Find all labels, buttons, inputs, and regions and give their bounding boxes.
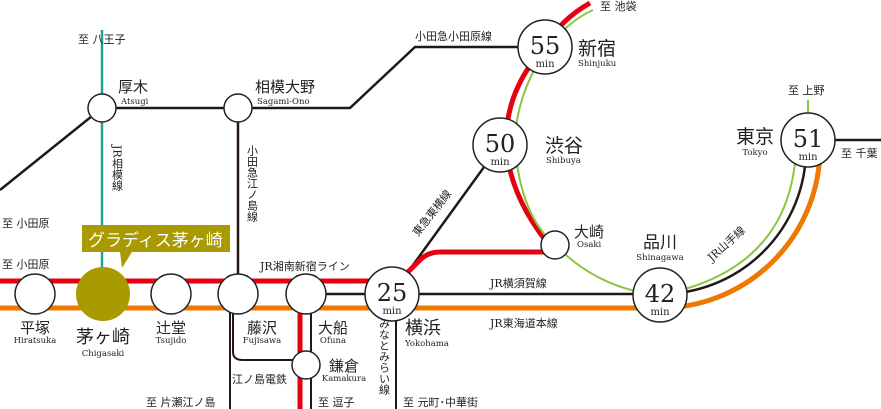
station-osaki[interactable]: [540, 230, 570, 260]
station-kamakura[interactable]: [291, 350, 321, 380]
property-name: グラディス茅ヶ崎: [88, 230, 223, 251]
station-chigasaki[interactable]: [76, 267, 130, 321]
label-en: Yokohama: [404, 339, 449, 349]
station-tsujido[interactable]: [150, 273, 192, 315]
destination-label: 至 千葉: [841, 146, 878, 160]
label-ja: 東京: [736, 126, 774, 148]
destination-label: 至 元町･中華街: [403, 395, 478, 409]
station-fujisawa[interactable]: [217, 273, 259, 315]
label-ja: 茅ヶ崎: [76, 327, 130, 348]
travel-time: 55: [530, 32, 561, 60]
station-atsugi[interactable]: [87, 93, 117, 123]
label-en: Shinagawa: [636, 253, 683, 263]
label-ja: 厚木: [118, 78, 148, 96]
destination-label: 至 上野: [788, 84, 825, 97]
enoden-line: [229, 294, 306, 409]
station-labels: 厚木 Atsugi 相模大野 Sagami-Ono 平塚 Hiratsuka 茅…: [14, 38, 774, 384]
line-label: JR山手線: [704, 223, 748, 265]
label-en: Tsujido: [156, 336, 187, 346]
label-en: Chigasaki: [82, 349, 125, 359]
label-ja: 辻堂: [156, 319, 186, 337]
tokaido-line: [0, 149, 823, 311]
line-label: JR横須賀線: [489, 276, 547, 290]
time-unit: min: [382, 306, 402, 317]
time-unit: min: [490, 157, 510, 168]
station-shinjuku[interactable]: 55 min: [517, 19, 573, 75]
line-label: みなとみらい線: [378, 318, 391, 395]
travel-time: 25: [377, 279, 408, 307]
station-hiratsuka[interactable]: [14, 273, 56, 315]
destination-label: 至 小田原: [2, 258, 50, 271]
line-label: 小田急江ノ島線: [246, 145, 259, 222]
label-ja: 品川: [643, 233, 677, 253]
label-en: Osaki: [577, 240, 602, 250]
label-ja: 大崎: [574, 223, 604, 241]
line-label: JR湘南新宿ライン: [259, 259, 350, 273]
label-en: Ofuna: [320, 336, 346, 346]
travel-time: 42: [645, 280, 676, 308]
time-unit: min: [798, 152, 818, 163]
label-en: Hiratsuka: [14, 336, 57, 346]
line-label: JR東海道本線: [489, 316, 558, 330]
line-label: 江ノ島電鉄: [232, 372, 287, 386]
line-label: 東急東横線: [409, 187, 454, 239]
label-ja: 大船: [318, 319, 348, 337]
label-ja: 藤沢: [247, 319, 277, 337]
destination-label: 至 八王子: [78, 33, 126, 46]
label-en: Shibuya: [546, 156, 581, 166]
travel-time: 50: [485, 130, 516, 158]
destination-label: 至 小田原: [2, 217, 50, 230]
time-unit: min: [535, 59, 555, 70]
destination-label: 至 池袋: [600, 0, 637, 13]
destination-label: 至 逗子: [318, 396, 355, 409]
property-callout: グラディス茅ヶ崎: [82, 225, 230, 268]
travel-time: 51: [793, 125, 824, 153]
station-shibuya[interactable]: 50 min: [472, 117, 528, 173]
label-en: Fujisawa: [243, 336, 282, 346]
station-tokyo[interactable]: 51 min: [780, 112, 836, 168]
label-ja: 新宿: [578, 38, 616, 60]
line-label: 小田急小田原線: [415, 29, 492, 43]
station-ofuna[interactable]: [285, 273, 327, 315]
label-ja: 渋谷: [545, 135, 583, 157]
label-en: Shinjuku: [578, 59, 617, 69]
time-unit: min: [650, 307, 670, 318]
label-en: Atsugi: [120, 97, 149, 107]
station-yokohama[interactable]: 25 min: [364, 266, 420, 322]
label-ja: 横浜: [405, 318, 441, 339]
line-label: JR相模線: [111, 144, 124, 191]
label-en: Sagami-Ono: [257, 97, 310, 107]
destination-label: 至 片瀬江ノ島: [146, 395, 216, 409]
station-sagamiono[interactable]: [223, 93, 253, 123]
label-ja: 鎌倉: [329, 357, 359, 375]
label-ja: 平塚: [20, 319, 50, 337]
odakyu-odawara-line: [0, 45, 545, 191]
station-shinagawa[interactable]: 42 min: [632, 267, 688, 323]
label-en: Kamakura: [322, 374, 366, 384]
label-ja: 相模大野: [255, 78, 315, 96]
label-en: Tokyo: [742, 148, 767, 158]
